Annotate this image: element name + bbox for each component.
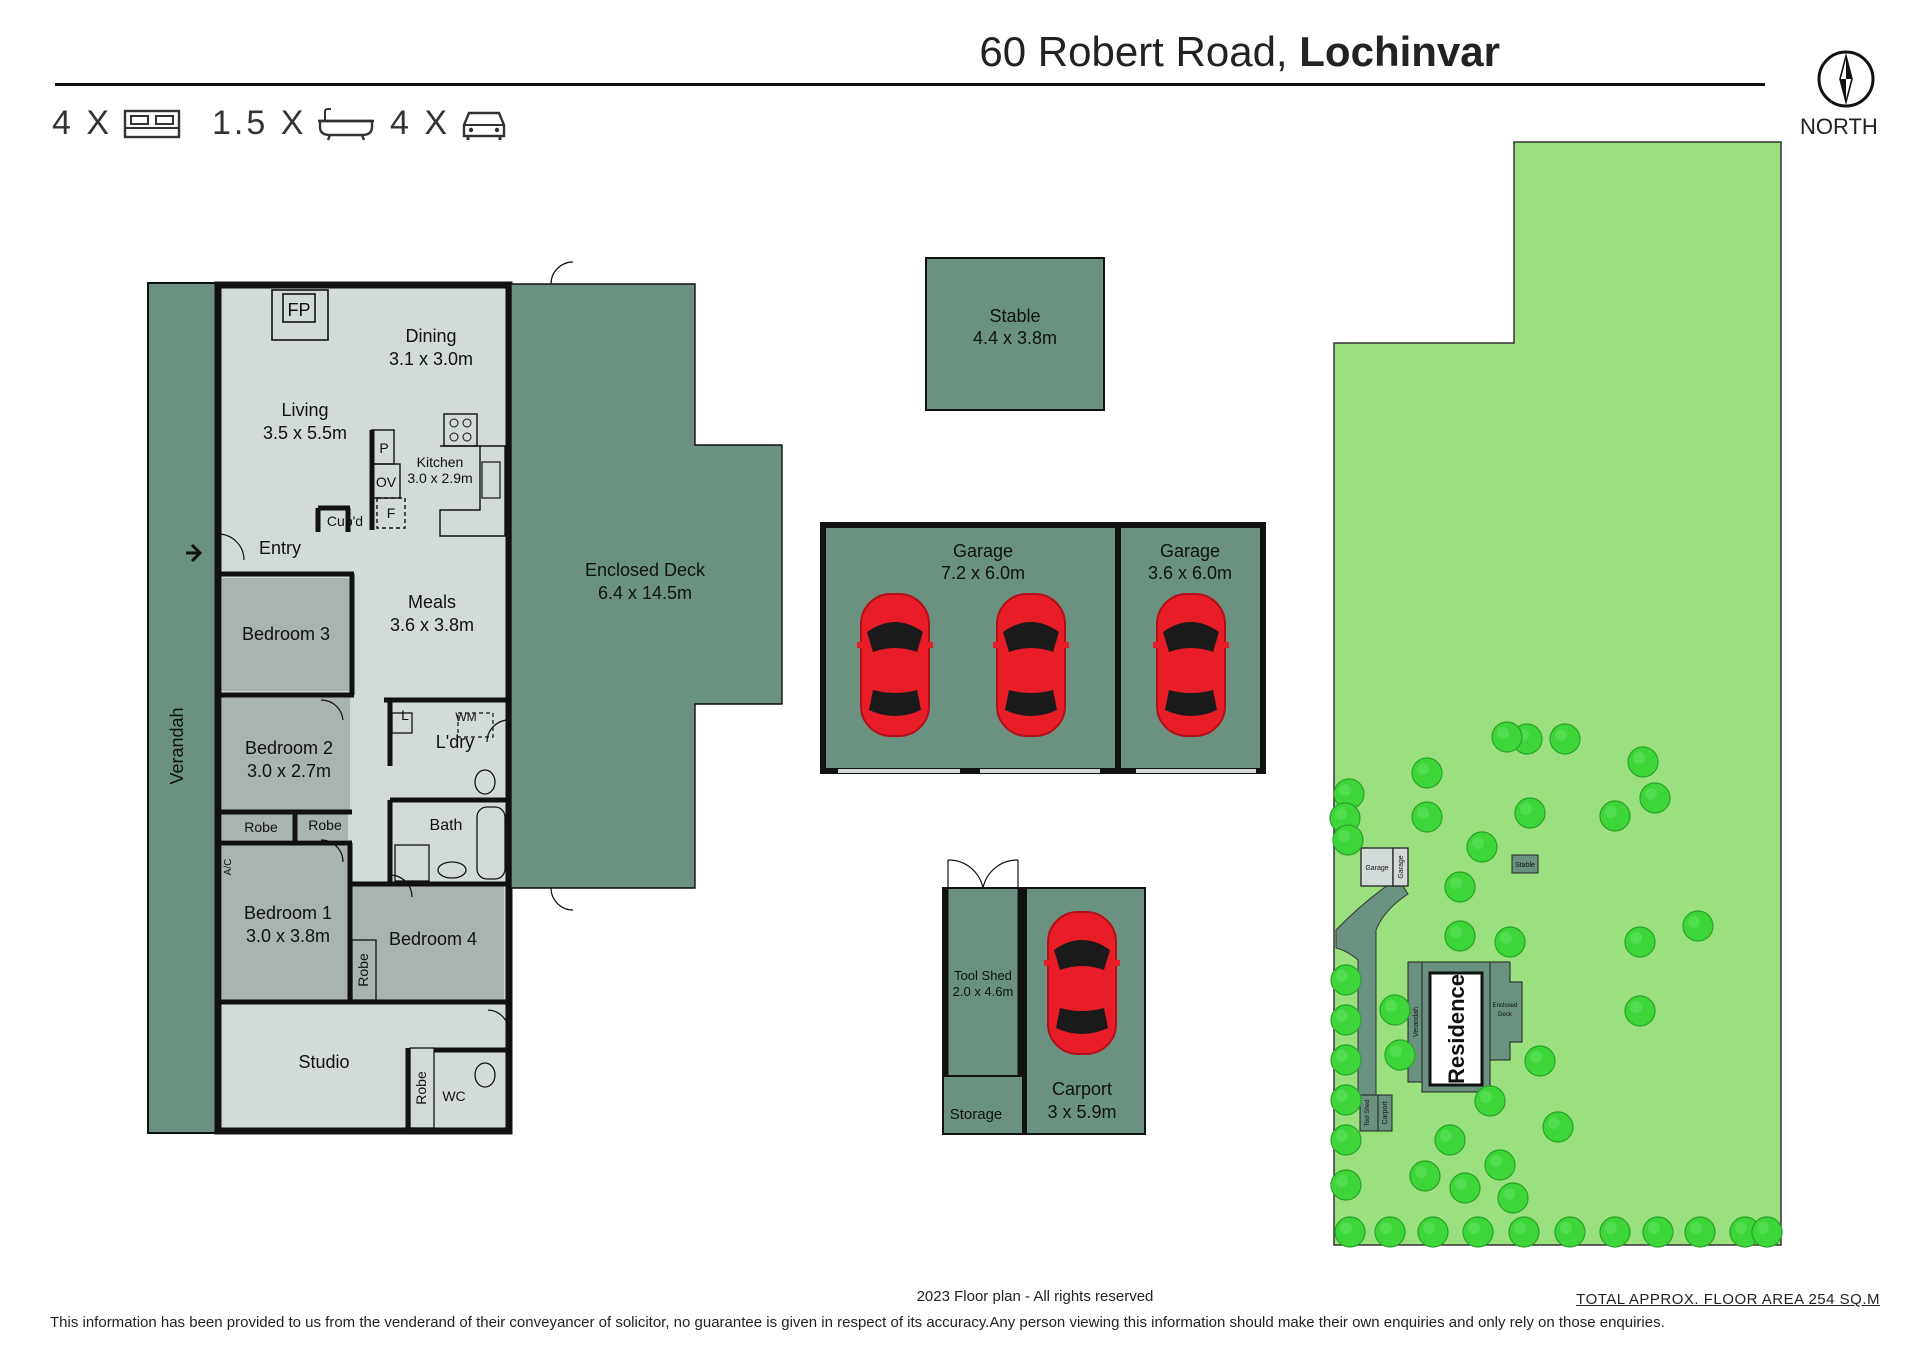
copyright-text: 2023 Floor plan - All rights reserved — [916, 1288, 1154, 1305]
garage2-label: Garage — [1160, 541, 1220, 561]
site-stable-label: Stable — [1515, 862, 1535, 869]
north-label: NORTH — [1800, 114, 1878, 139]
robe-label-3: Robe — [355, 953, 371, 987]
car-space-count: 4 X — [390, 104, 508, 143]
toolshed-label: Tool Shed — [954, 968, 1012, 983]
bedroom1-area — [222, 844, 348, 1000]
aircon-label: A/C — [223, 859, 234, 876]
carport-size: 3 x 5.9m — [1047, 1102, 1116, 1122]
verandah-area — [148, 283, 218, 1133]
robe-area — [222, 812, 348, 840]
bath-count-text: 1.5 X — [212, 104, 307, 142]
kitchen-label: Kitchen — [417, 454, 464, 470]
site-garage-label: Garage — [1365, 865, 1388, 872]
storage-label: Storage — [950, 1106, 1003, 1123]
bed-count-text: 4 X — [52, 104, 113, 142]
site-toolshed-label: Tool Shed — [1365, 1100, 1371, 1127]
bedroom2-label: Bedroom 2 — [245, 738, 333, 758]
house-plan: Verandah — [147, 261, 783, 1135]
garage1-label: Garage — [953, 541, 1013, 561]
address-street: 60 Robert Road, — [979, 28, 1288, 75]
bath-label: Bath — [430, 817, 463, 834]
car-4-icon — [1043, 911, 1121, 1055]
carport-label: Carport — [1052, 1079, 1112, 1099]
site-carport-label: Carport — [1382, 1101, 1389, 1124]
meals-label: Meals — [408, 592, 456, 612]
site-deck-label-2: Deck — [1498, 1012, 1513, 1018]
car-count-text: 4 X — [390, 104, 451, 142]
entry-arrow-icon — [186, 543, 203, 563]
kitchen-size: 3.0 x 2.9m — [407, 470, 472, 486]
driveway — [1335, 877, 1409, 1101]
car-3-icon — [1152, 593, 1230, 737]
bed-icon — [123, 109, 181, 138]
house-outer-wall — [214, 281, 513, 1135]
interior-walls — [218, 430, 509, 1131]
pantry-label: P — [379, 440, 388, 456]
washing-machine-label: WM — [455, 710, 476, 724]
site-verandah-label: Verandah — [1413, 1007, 1420, 1037]
oven-label: OV — [376, 474, 397, 490]
property-address: 60 Robert Road, Lochinvar — [979, 28, 1500, 76]
deck-size: 6.4 x 14.5m — [598, 583, 692, 603]
garage-building: Garage 7.2 x 6.0m Garage 3.6 x 6.0m — [820, 522, 1266, 774]
living-label: Living — [281, 400, 328, 420]
north-compass-icon — [1817, 50, 1875, 108]
dining-size: 3.1 x 3.0m — [389, 349, 473, 369]
enclosed-deck-area — [510, 283, 783, 889]
studio-label: Studio — [298, 1052, 349, 1072]
total-floor-area: TOTAL APPROX. FLOOR AREA 254 SQ.M — [1576, 1291, 1880, 1308]
stable-size: 4.4 x 3.8m — [973, 328, 1057, 348]
car-icon — [462, 111, 506, 140]
bathroom-count: 1.5 X — [212, 104, 376, 143]
robe-label-4: Robe — [413, 1071, 429, 1105]
car-2-icon — [992, 593, 1070, 737]
address-suburb: Lochinvar — [1299, 28, 1500, 75]
site-residence-label: Residence — [1444, 974, 1469, 1084]
fireplace-label: FP — [287, 300, 310, 320]
bedroom3-label: Bedroom 3 — [242, 624, 330, 644]
disclaimer-text: This information has been provided to us… — [50, 1314, 1665, 1331]
cupboard-label: Cup'd — [327, 513, 363, 529]
laundry-label: L'dry — [436, 732, 474, 752]
toolshed-area — [942, 887, 1024, 1135]
wc-label: WC — [442, 1088, 465, 1104]
robe-label-2: Robe — [308, 817, 342, 833]
lawn-area — [1333, 141, 1782, 1246]
site-garage-label-2: Garage — [1398, 855, 1405, 878]
fridge-label: F — [387, 505, 396, 521]
meals-size: 3.6 x 3.8m — [390, 615, 474, 635]
bedroom4-label: Bedroom 4 — [389, 929, 477, 949]
bedroom1-size: 3.0 x 3.8m — [246, 926, 330, 946]
bedroom-count: 4 X — [52, 104, 182, 143]
toolshed-size: 2.0 x 4.6m — [953, 984, 1014, 999]
garage2-size: 3.6 x 6.0m — [1148, 563, 1232, 583]
laundry-l-label: L — [401, 707, 409, 723]
carport-building: Tool Shed 2.0 x 4.6m Storage Carport 3 x… — [942, 859, 1146, 1135]
dining-label: Dining — [405, 326, 456, 346]
bedroom4-area — [352, 886, 504, 1000]
robe-label-1: Robe — [244, 819, 278, 835]
header-rule — [55, 83, 1765, 86]
stable-area — [925, 257, 1105, 411]
bedroom2-size: 3.0 x 2.7m — [247, 761, 331, 781]
site-plan: Tool Shed Carport Garage Garage Stable V… — [1329, 141, 1783, 1248]
stable-label: Stable — [989, 306, 1040, 326]
car-1-icon — [856, 593, 934, 737]
bath-icon — [318, 107, 375, 140]
entry-label: Entry — [259, 538, 301, 558]
deck-label: Enclosed Deck — [585, 560, 706, 580]
bedroom3-area — [222, 578, 350, 691]
verandah-label: Verandah — [167, 707, 187, 784]
site-deck-label-1: Enclosed — [1493, 1003, 1518, 1009]
bedroom2-area — [222, 697, 350, 812]
bedroom1-label: Bedroom 1 — [244, 903, 332, 923]
garage1-size: 7.2 x 6.0m — [941, 563, 1025, 583]
living-size: 3.5 x 5.5m — [263, 423, 347, 443]
